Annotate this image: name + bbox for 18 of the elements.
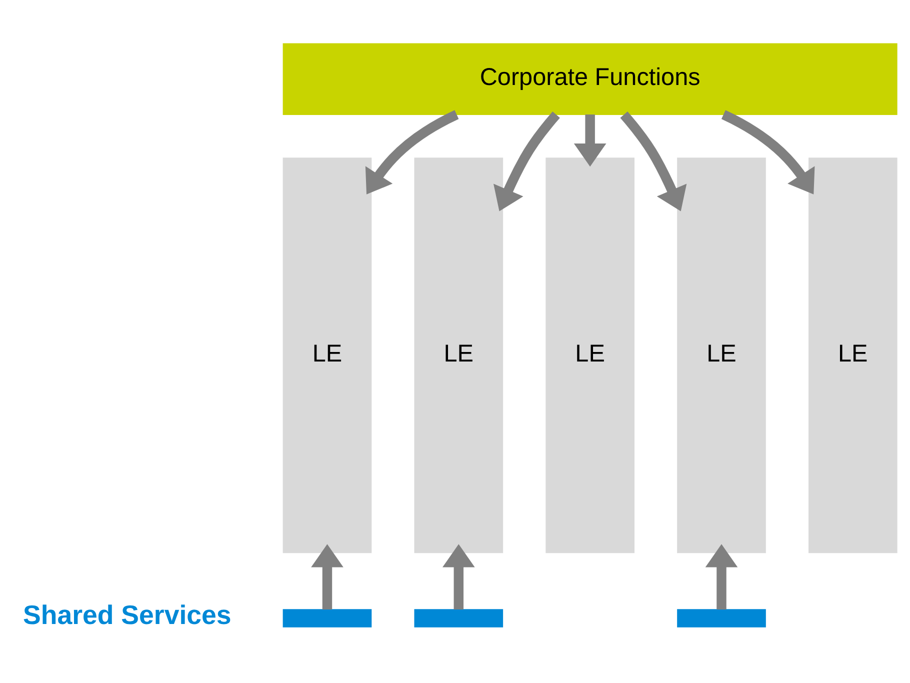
arrow: [493, 111, 560, 211]
node-bar: [414, 608, 504, 627]
node-box: LE: [546, 157, 634, 553]
node-box: LE: [677, 157, 766, 553]
arrow: [365, 110, 459, 194]
arrow: [620, 111, 687, 211]
arrow: [574, 114, 606, 166]
arrow: [311, 544, 344, 610]
node-bar: [282, 608, 372, 627]
node-bar: [677, 608, 766, 627]
arrow: [721, 110, 815, 194]
node-box: LE: [282, 157, 372, 553]
node-box: LE: [414, 157, 504, 553]
arrow: [705, 544, 738, 610]
label: Shared Services: [23, 599, 232, 630]
node-box: LE: [808, 157, 898, 553]
arrow: [442, 544, 475, 610]
node-box: Corporate Functions: [282, 42, 898, 115]
